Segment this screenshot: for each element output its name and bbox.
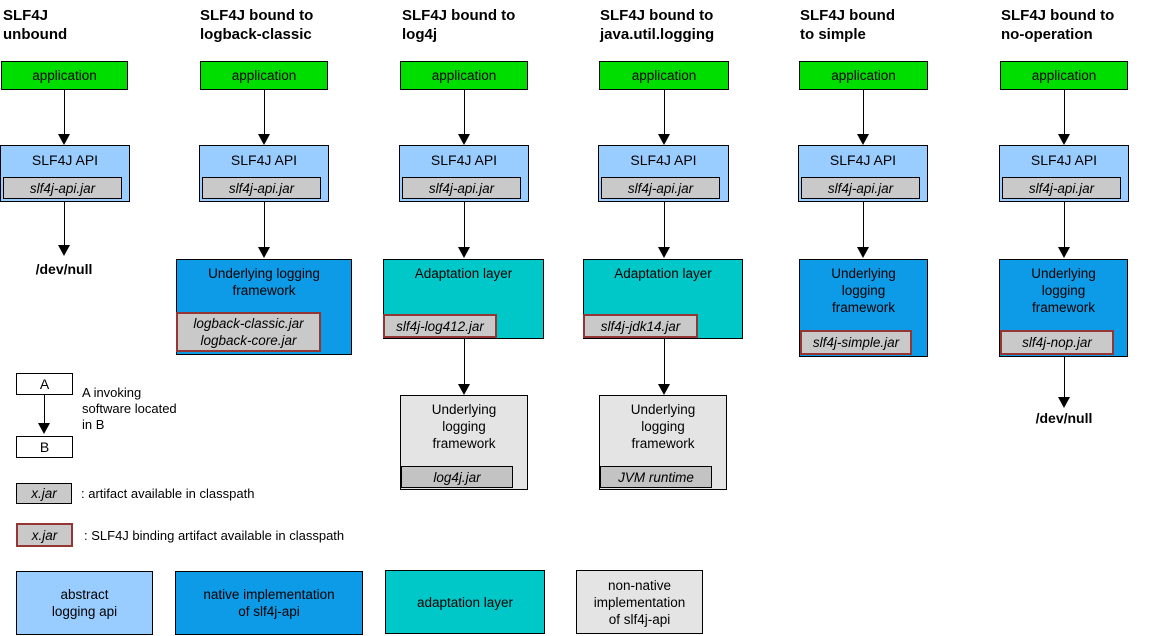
api-jar-badge: slf4j-api.jar xyxy=(202,177,321,199)
arrow-down-icon xyxy=(258,90,271,145)
arrow-down-icon xyxy=(1058,357,1071,408)
slf4j-api-box: SLF4J API slf4j-api.jar xyxy=(399,145,529,202)
arrow-down-icon xyxy=(458,339,471,395)
binding-jar-badge: slf4j-simple.jar xyxy=(800,330,912,355)
arrow-down-icon xyxy=(658,90,671,145)
arrow-down-icon xyxy=(658,339,671,395)
legend-box-b-label: B xyxy=(39,439,50,455)
slf4j-api-box: SLF4J API slf4j-api.jar xyxy=(0,145,130,202)
slf4j-api-label: SLF4J API xyxy=(31,152,99,168)
column-title-logback: SLF4J bound to logback-classic xyxy=(200,7,314,43)
key-abstract-logging-api: abstract logging api xyxy=(16,571,153,635)
jar-badge: log4j.jar xyxy=(401,466,513,488)
arrow-down-icon xyxy=(458,202,471,258)
arrow-down-icon xyxy=(458,90,471,145)
legend-invoke-caption: A invoking software located in B xyxy=(82,385,177,432)
legend-artifact-caption: : artifact available in classpath xyxy=(81,486,255,501)
framework-box: Underlying logging framework slf4j-nop.j… xyxy=(999,259,1128,357)
application-box: application xyxy=(799,61,928,90)
arrow-down-icon xyxy=(857,202,870,258)
api-jar-badge: slf4j-api.jar xyxy=(1002,177,1121,199)
adaptation-label: Adaptation layer xyxy=(414,266,513,281)
slf4j-api-box: SLF4J API slf4j-api.jar xyxy=(199,145,329,202)
slf4j-api-label: SLF4J API xyxy=(829,152,897,168)
legend-binding-caption: : SLF4J binding artifact available in cl… xyxy=(84,528,345,543)
slf4j-api-label: SLF4J API xyxy=(1030,152,1098,168)
binding-jar-badge: slf4j-log412.jar xyxy=(383,314,497,338)
slf4j-api-label: SLF4J API xyxy=(230,152,298,168)
column-title-nop: SLF4J bound to no-operation xyxy=(1001,7,1115,43)
arrow-down-icon xyxy=(658,202,671,258)
framework-label: Underlying logging framework xyxy=(208,266,320,298)
adaptation-label: Adaptation layer xyxy=(614,266,712,281)
framework-label: Underlying logging framework xyxy=(1031,266,1096,315)
column-title-log4j: SLF4J bound to log4j xyxy=(402,7,516,43)
api-jar-badge: slf4j-api.jar xyxy=(402,177,521,199)
framework-label: Underlying logging framework xyxy=(431,402,497,451)
slf4j-api-label: SLF4J API xyxy=(630,152,697,168)
application-box: application xyxy=(599,61,729,90)
slf4j-api-box: SLF4J API slf4j-api.jar xyxy=(999,145,1129,202)
api-jar-badge: slf4j-api.jar xyxy=(3,177,122,199)
binding-jar-badge: slf4j-nop.jar xyxy=(1000,330,1114,355)
key-non-native-implementation: non-native implementation of slf4j-api xyxy=(576,570,703,634)
arrow-down-icon xyxy=(58,90,71,145)
application-label: application xyxy=(831,68,896,83)
arrow-down-icon xyxy=(1058,90,1071,145)
legend-artifact-jar: x.jar xyxy=(16,483,72,504)
application-label: application xyxy=(431,68,497,83)
framework-box: Underlying logging framework slf4j-simpl… xyxy=(799,259,928,357)
column-title-jul: SLF4J bound to java.util.logging xyxy=(600,7,715,43)
application-box: application xyxy=(1,61,128,90)
legend-binding-jar: x.jar xyxy=(16,523,73,547)
application-label: application xyxy=(231,68,297,83)
arrow-down-icon xyxy=(258,202,271,258)
slf4j-api-label: SLF4J API xyxy=(430,152,498,168)
api-jar-badge: slf4j-api.jar xyxy=(601,177,720,199)
devnull-label: /dev/null xyxy=(35,261,93,277)
arrow-down-icon xyxy=(38,395,51,434)
framework-box: Underlying logging framework logback-cla… xyxy=(176,259,352,355)
framework-box: Underlying logging framework JVM runtime xyxy=(599,395,727,490)
legend-box-a-label: A xyxy=(39,376,50,392)
column-title-simple: SLF4J bound to simple xyxy=(800,7,895,43)
legend-box-a: A xyxy=(16,373,73,395)
jar-badge: JVM runtime xyxy=(600,466,712,488)
framework-label: Underlying logging framework xyxy=(630,402,696,451)
key-adaptation-layer: adaptation layer xyxy=(385,570,545,634)
binding-jar-badge: logback-classic.jar logback-core.jar xyxy=(176,312,321,352)
application-box: application xyxy=(200,61,328,90)
application-label: application xyxy=(631,68,697,83)
devnull-label: /dev/null xyxy=(1035,410,1093,426)
column-title-unbound: SLF4J unbound xyxy=(3,7,68,43)
adaptation-box: Adaptation layer slf4j-jdk14.jar xyxy=(583,259,743,339)
application-label: application xyxy=(1031,68,1097,83)
arrow-down-icon xyxy=(58,202,71,256)
application-box: application xyxy=(400,61,528,90)
slf4j-api-box: SLF4J API slf4j-api.jar xyxy=(598,145,729,202)
binding-jar-badge: slf4j-jdk14.jar xyxy=(583,314,698,338)
legend-box-b: B xyxy=(16,436,73,458)
api-jar-badge: slf4j-api.jar xyxy=(801,177,920,199)
key-native-implementation: native implementation of slf4j-api xyxy=(175,571,363,635)
framework-label: Underlying logging framework xyxy=(831,266,896,315)
arrow-down-icon xyxy=(857,90,870,145)
framework-box: Underlying logging framework log4j.jar xyxy=(400,395,528,490)
application-box: application xyxy=(1000,61,1128,90)
arrow-down-icon xyxy=(1058,202,1071,258)
slf4j-api-box: SLF4J API slf4j-api.jar xyxy=(798,145,928,202)
adaptation-box: Adaptation layer slf4j-log412.jar xyxy=(383,259,544,339)
application-label: application xyxy=(32,68,97,83)
